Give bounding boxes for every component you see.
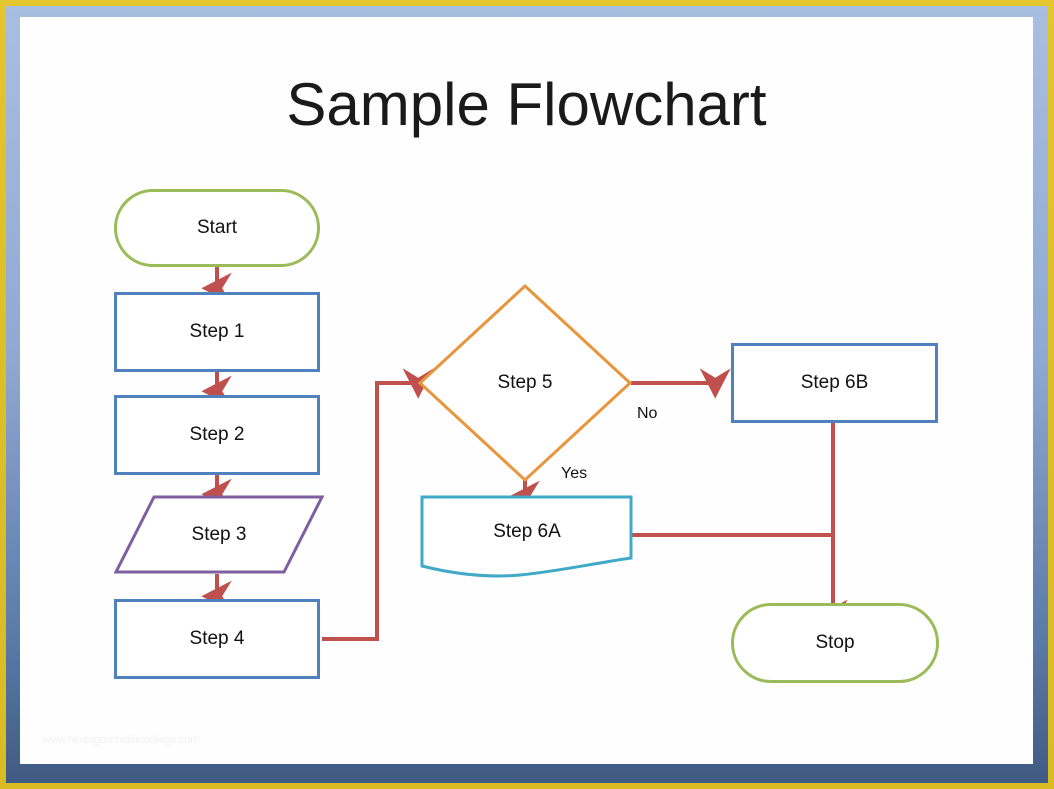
document-shape <box>420 495 633 578</box>
diamond-shape <box>417 283 633 483</box>
node-step6a[interactable]: Step 6A <box>420 495 634 583</box>
node-step6b[interactable]: Step 6B <box>731 343 938 423</box>
connector-step4-step5 <box>322 368 434 641</box>
node-step4-label: Step 4 <box>189 628 245 649</box>
node-stop[interactable]: Stop <box>731 603 939 683</box>
page-title: Sample Flowchart <box>286 71 767 138</box>
node-step1-label: Step 1 <box>189 321 245 342</box>
edge-label-yes: Yes <box>561 465 588 482</box>
node-step1[interactable]: Step 1 <box>114 292 320 372</box>
node-start[interactable]: Start <box>114 189 320 267</box>
node-step5[interactable]: Step 5 <box>417 283 633 483</box>
node-step5-label: Step 5 <box>497 372 553 393</box>
node-stop-label: Stop <box>815 632 855 653</box>
node-step6a-label: Step 6A <box>493 521 561 542</box>
watermark-text: www.heritagechristiancollege.com <box>43 734 200 746</box>
node-step3-label: Step 3 <box>191 523 247 545</box>
node-step2[interactable]: Step 2 <box>114 395 320 475</box>
node-step6b-label: Step 6B <box>800 372 869 393</box>
parallelogram-shape <box>113 495 325 574</box>
node-step3[interactable]: Step 3 <box>113 495 325 574</box>
edge-label-no: No <box>637 405 658 422</box>
slide-canvas: Sample Flowchart <box>20 17 1033 764</box>
node-step2-label: Step 2 <box>189 424 245 445</box>
node-start-label: Start <box>196 217 238 238</box>
node-step4[interactable]: Step 4 <box>114 599 320 679</box>
